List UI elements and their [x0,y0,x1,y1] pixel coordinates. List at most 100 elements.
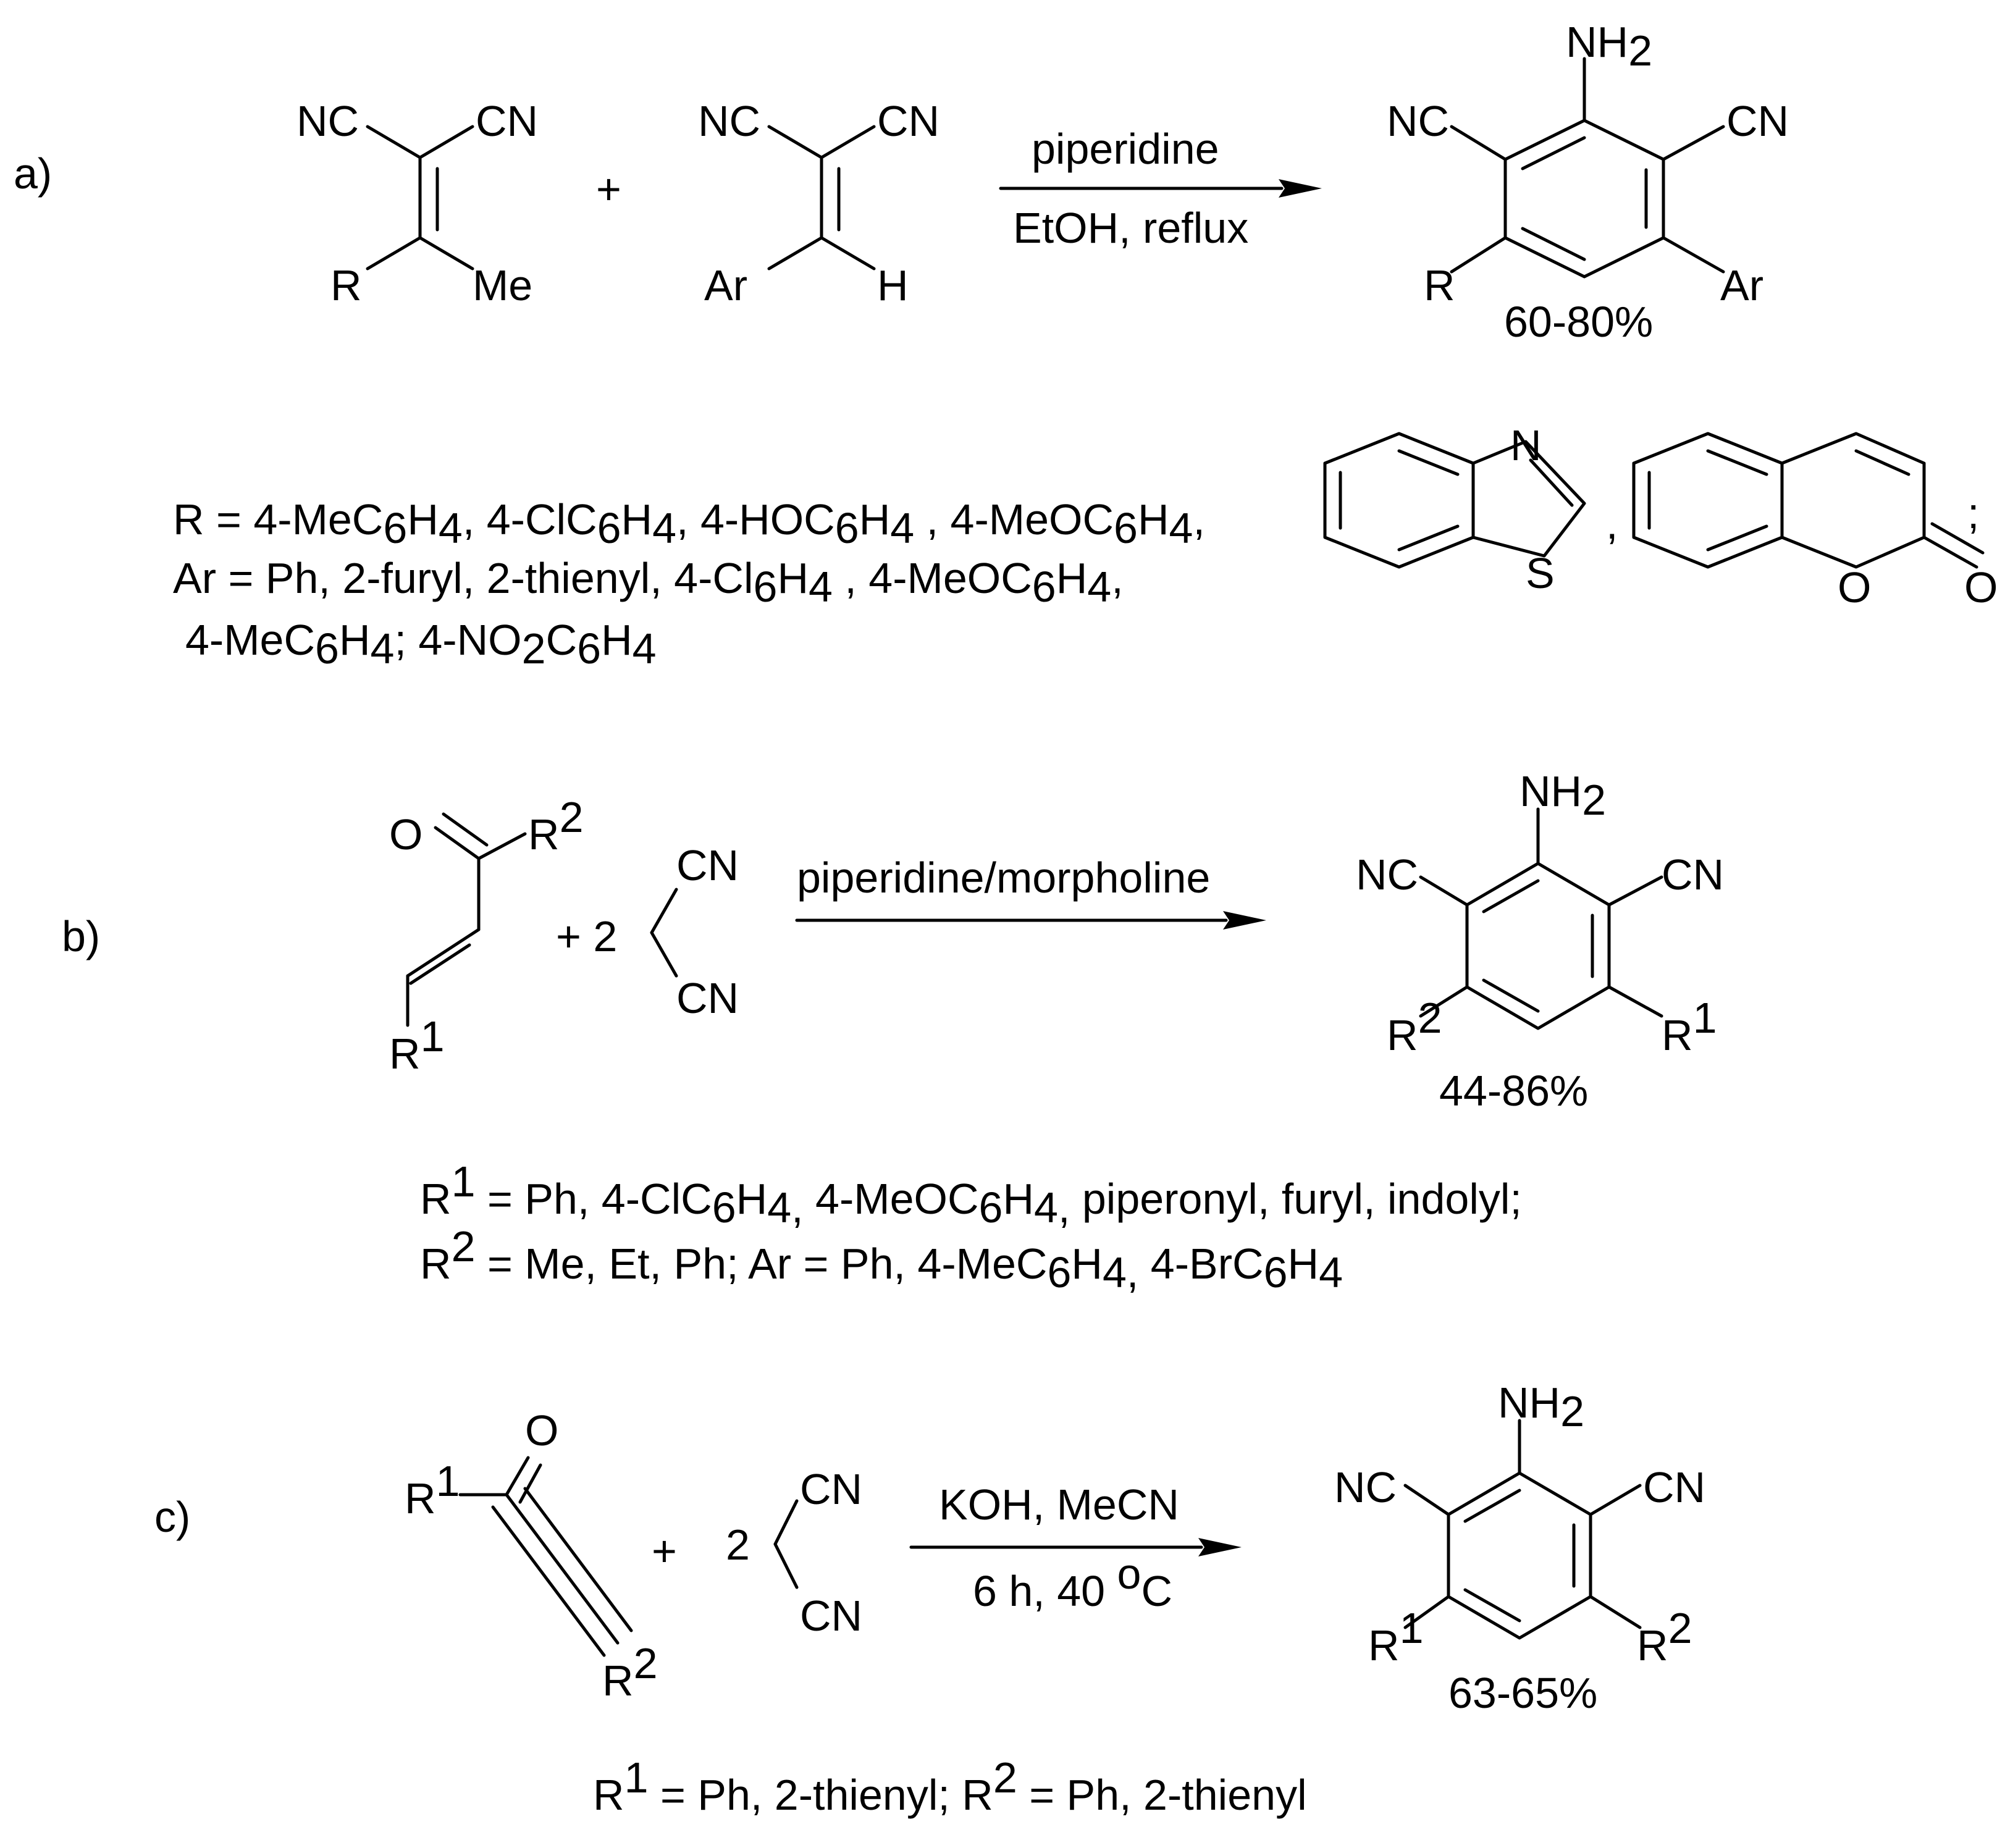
bond [1607,875,1663,907]
ar-label: Ar [1720,261,1763,309]
benzene-ring [1323,432,1475,569]
inner-double-bond [1482,879,1540,914]
bond [773,1499,799,1546]
yield-label: 44-86% [1439,1067,1588,1115]
bond [418,125,474,159]
triple-bond-side [523,1487,633,1632]
nc-label: NC [296,97,359,145]
r2-label: R2 [528,793,584,859]
inner-double-bond [1482,978,1540,1013]
scheme-b-enone: O R2 R1 [389,793,584,1078]
triple-bond-side [491,1505,606,1657]
scheme-c-malononitrile: CN CN [773,1465,862,1640]
inner-double-bond [1521,227,1586,261]
scheme-b-malononitrile: CN CN [650,841,739,1022]
nh2-label: NH2 [1520,767,1606,824]
scheme-a-reactant-1: NC CN R Me [296,97,538,309]
r-definition: R = 4-MeC6H4, 4-ClC6H4, 4-HOC6H4 , 4-MeO… [173,495,1205,552]
o-label: O [1838,563,1871,611]
r-label: R [1424,261,1455,309]
scheme-b-definitions: R1 = Ph, 4-ClC6H4, 4-MeOC6H4, piperonyl,… [420,1157,1522,1296]
arrowhead [1198,1538,1242,1556]
r1-label: R1 [1662,994,1717,1059]
me-label: Me [473,261,532,309]
bond [767,236,823,271]
benzene-ring [1503,119,1665,279]
triple-bond-center [505,1493,620,1645]
scheme-c-label: c) [154,1493,190,1541]
bond [1450,125,1507,161]
cn-label: CN [476,97,538,145]
inner-double-bond [1463,1588,1521,1623]
scheme-c: c) R1 O R2 + 2 CN CN KOH, MeCN 6 h, [154,1379,1705,1819]
bond [820,125,876,159]
inner-double-bond [1854,449,1910,476]
bond [366,236,422,271]
r2-definition: R2 = Me, Et, Ph; Ar = Ph, 4-MeC6H4, 4-Br… [420,1222,1343,1296]
scheme-a-arrow: piperidine EtOH, reflux [999,125,1322,252]
bond [1589,1595,1642,1629]
s-label: S [1526,549,1555,597]
benzothiazole-structure: N S [1323,421,1586,597]
scheme-c-arrow: KOH, MeCN 6 h, 40 oC [909,1480,1242,1615]
bond [650,931,678,978]
h-label: H [877,261,909,309]
o-label: O [389,810,422,859]
carbonyl-bond [505,1456,530,1497]
bond [820,236,876,271]
bond [1662,125,1725,161]
nc-label: NC [1334,1463,1397,1511]
inner-double-bond [1463,1489,1521,1523]
separator-comma: , [1606,500,1618,548]
condition-solvent: EtOH, reflux [1013,204,1248,252]
condition-reagent: KOH, MeCN [939,1480,1179,1529]
bond [477,832,527,860]
cn-label: CN [1643,1463,1705,1511]
carbonyl-bond [434,826,481,860]
r1-label: R1 [405,1457,460,1522]
scheme-b-product: NH2 NC CN R2 R1 44-86% [1356,767,1724,1115]
bond [650,888,678,934]
bond [1419,875,1469,907]
pyranone-ring [1780,432,1926,569]
ar-label: Ar [704,261,747,309]
nh2-label: NH2 [1566,18,1652,75]
inner-double-bond [1706,524,1768,552]
inner-double-bond [1521,136,1586,170]
inner-double-bond [1397,449,1460,476]
bond [773,1542,799,1589]
benzene-ring [1447,1471,1592,1640]
scheme-a-product: NH2 NC CN R Ar 60-80% [1387,18,1789,346]
condition-reagent: piperidine [1032,125,1219,173]
r-label: R [330,261,362,309]
carbonyl-double-bond [1930,522,1985,555]
cn-label: CN [800,1465,862,1513]
coefficient: 2 [726,1521,750,1569]
separator-semicolon: ; [1967,489,1979,537]
cn-label: CN [877,97,939,145]
ar-definition-line-1: Ar = Ph, 2-furyl, 2-thienyl, 4-Cl6H4 , 4… [173,554,1124,611]
thiazole-ring [1471,440,1586,558]
benzene-ring [1632,432,1784,569]
bond [1403,1595,1450,1629]
r1-label: R1 [389,1012,445,1078]
bond [767,125,823,159]
arrowhead [1223,911,1266,930]
arrowhead [1279,179,1322,198]
bond [1419,985,1469,1018]
condition-catalyst: piperidine/morpholine [797,854,1210,902]
cn-label: CN [1726,97,1789,145]
cn-label: CN [676,974,739,1022]
n-label: N [1510,421,1542,469]
scheme-a-label: a) [14,149,52,198]
bond [1662,236,1725,274]
coumarin-structure: O O ; [1632,432,1998,611]
scheme-b-arrow: piperidine/morpholine [795,854,1266,930]
cn-label: CN [1662,850,1724,899]
bond [406,928,481,978]
bond [1450,236,1507,274]
scheme-c-ynone: R1 O R2 [405,1406,658,1705]
inner-double-bond [1529,458,1574,507]
o-label: O [1964,563,1998,611]
